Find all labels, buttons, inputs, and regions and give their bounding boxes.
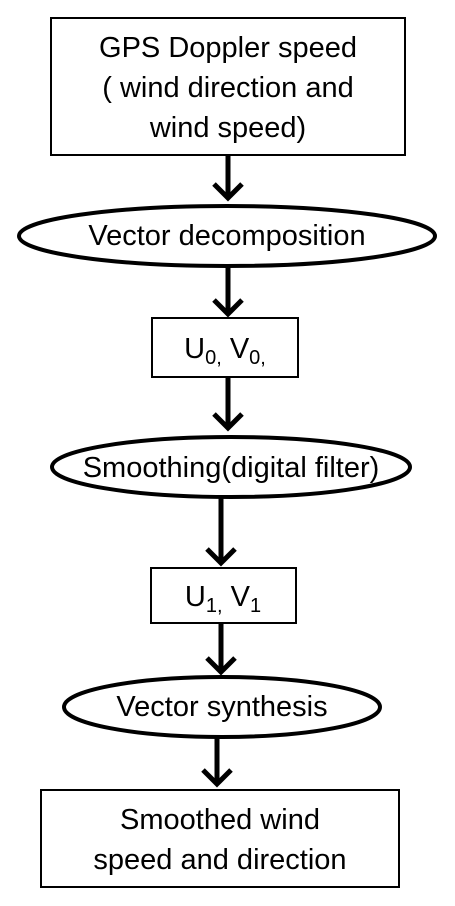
arrow-synthesis-to-result [201, 737, 233, 788]
uv0-u: U [184, 333, 205, 365]
arrow-smoothing-to-uv1 [205, 497, 237, 567]
gps-doppler-speed-node: GPS Doppler speed ( wind direction and w… [50, 17, 406, 156]
gps-box-shape [50, 17, 406, 156]
uv1-u: U [185, 581, 206, 613]
arrow-uv0-to-smoothing [212, 377, 244, 432]
uv1-node: U1, V1 [150, 567, 297, 624]
uv0-v-subscript: 0, [249, 347, 266, 369]
gps-line-2: ( wind direction and [102, 72, 353, 104]
smoothing-ellipse-shape [50, 435, 412, 499]
uv0-u-subscript: 0, [205, 347, 222, 369]
arrow-gps-to-decomposition [212, 155, 244, 202]
uv1-v: V [231, 581, 251, 613]
uv1-v-subscript: 1 [250, 595, 261, 617]
uv0-v: V [230, 333, 250, 365]
result-line-2: speed and direction [93, 844, 346, 876]
synthesis-label: Vector synthesis [116, 691, 327, 723]
vector-synthesis-node: Vector synthesis [62, 675, 382, 739]
decomposition-label: Vector decomposition [88, 220, 365, 252]
uv0-label: U0, V0, [184, 333, 266, 369]
smoothing-label: Smoothing(digital filter) [83, 452, 380, 484]
synthesis-ellipse-shape [62, 675, 382, 739]
gps-line-1: GPS Doppler speed [99, 32, 357, 64]
result-box-shape [40, 789, 400, 888]
uv1-u-subscript: 1, [206, 595, 223, 617]
smoothed-wind-node: Smoothed wind speed and direction [40, 789, 400, 888]
uv0-box-shape [151, 317, 299, 378]
uv1-box-shape [150, 567, 297, 624]
gps-line-3: wind speed) [149, 112, 306, 144]
uv0-node: U0, V0, [151, 317, 299, 378]
arrow-decomposition-to-uv0 [212, 266, 244, 318]
arrow-uv1-to-synthesis [205, 623, 237, 676]
result-line-1: Smoothed wind [120, 804, 320, 836]
vector-decomposition-node: Vector decomposition [17, 204, 437, 268]
smoothing-node: Smoothing(digital filter) [50, 435, 412, 499]
uv1-label: U1, V1 [185, 581, 261, 617]
